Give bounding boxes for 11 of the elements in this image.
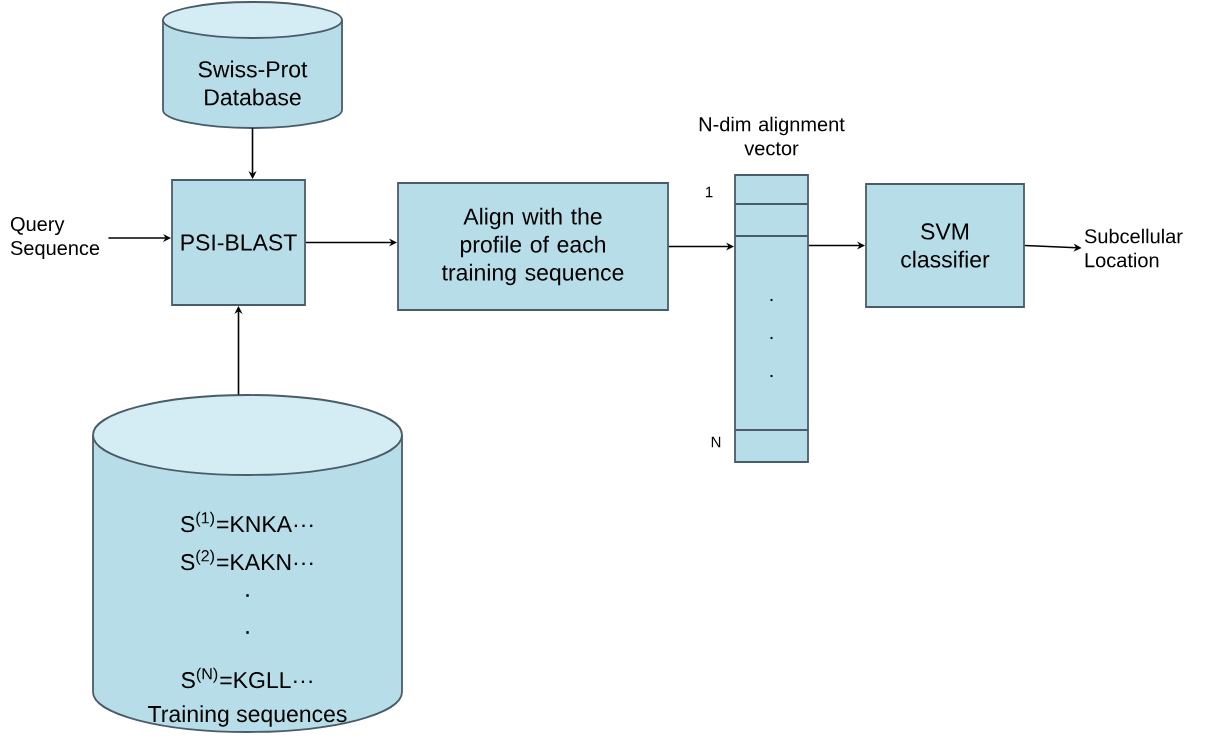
process-box: PSI-BLAST (171, 179, 306, 306)
node-label: N (711, 436, 721, 448)
vector-column: N-dim alignment vector 1 . . . N (699, 116, 845, 463)
node-label: N-dim alignment vector (699, 116, 845, 156)
process-box: SVM classifier (865, 183, 1025, 308)
text-label: Query Sequence (10, 216, 100, 260)
text-label: Subcellular Location (1084, 228, 1183, 268)
database-cylinder: S$^{(1)}$=KNKA··· S$^{(2)}$=KAKN··· . . S$^{(N)}$=KGLL··· Training sequences (92, 394, 403, 733)
process-box: Align with the profile of each training sequence (397, 182, 669, 311)
node-label: 1 (705, 186, 713, 198)
database-cylinder: Swiss-Prot Database (162, 1, 343, 129)
